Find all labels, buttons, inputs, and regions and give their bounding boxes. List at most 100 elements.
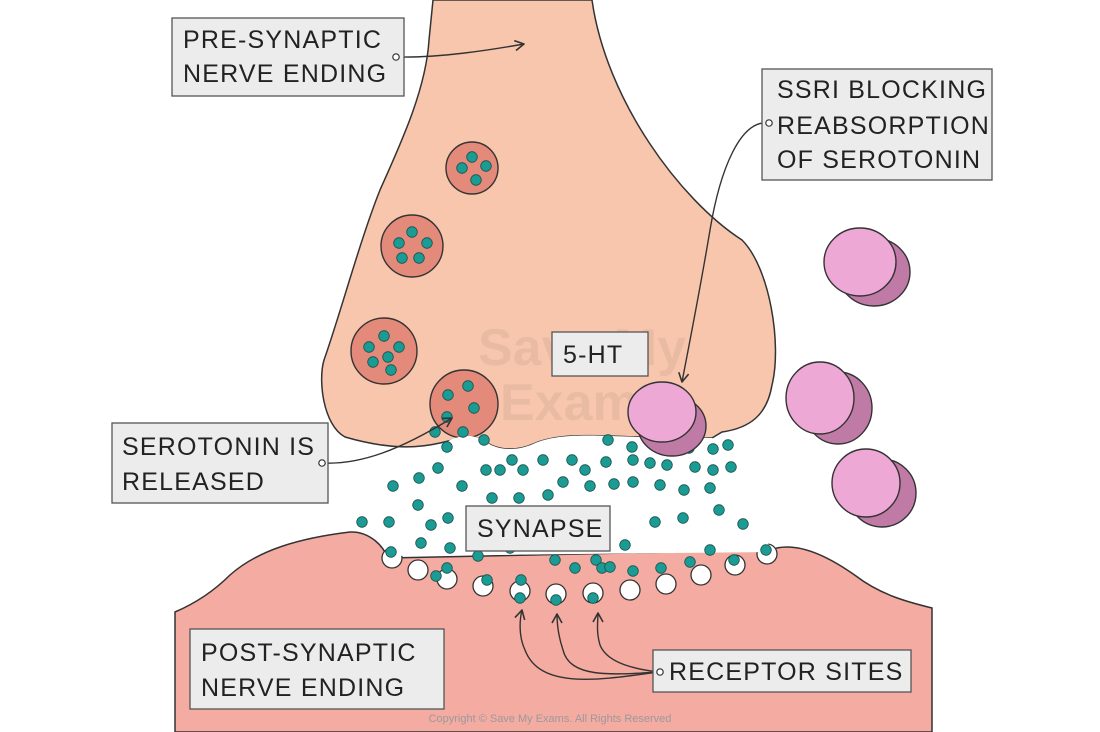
serotonin-molecule	[425, 519, 437, 531]
bound-serotonin	[550, 594, 562, 606]
serotonin-molecule	[713, 504, 725, 516]
serotonin-molecule	[537, 454, 549, 466]
serotonin-molecule	[517, 464, 529, 476]
serotonin-molecule	[441, 441, 453, 453]
vesicle-serotonin	[382, 351, 394, 363]
vesicle-serotonin	[456, 162, 468, 174]
serotonin-molecule	[549, 554, 561, 566]
serotonin-molecule	[494, 464, 506, 476]
serotonin-molecule	[441, 562, 453, 574]
serotonin-molecule	[600, 456, 612, 468]
serotonin-molecule	[590, 554, 602, 566]
serotonin-molecule	[722, 439, 734, 451]
serotonin-molecule	[557, 476, 569, 488]
receptor-sites-label: RECEPTOR SITES	[652, 649, 912, 693]
serotonin-molecule	[486, 492, 498, 504]
serotonin-molecule	[626, 441, 638, 453]
vesicle	[445, 141, 499, 195]
serotonin-molecule	[481, 574, 493, 586]
serotonin-molecule	[356, 516, 368, 528]
svg-text:SSRI BLOCKING: SSRI BLOCKING	[777, 76, 987, 104]
svg-text:POST-SYNAPTIC: POST-SYNAPTIC	[201, 639, 417, 667]
serotonin-molecule	[478, 434, 490, 446]
bound-serotonin	[514, 592, 526, 604]
serotonin-molecule	[387, 480, 399, 492]
vesicle-serotonin	[466, 151, 478, 163]
receptor-site	[690, 564, 712, 586]
ssri-transporter	[627, 381, 707, 457]
copyright-text: Copyright © Save My Exams. All Rights Re…	[429, 713, 672, 725]
serotonin-molecule	[608, 478, 620, 490]
serotonin-molecule	[430, 570, 442, 582]
serotonin-molecule	[677, 512, 689, 524]
vesicle-serotonin	[442, 389, 454, 401]
serotonin-molecule	[584, 480, 596, 492]
serotonin-molecule	[627, 476, 639, 488]
serotonin-molecule	[456, 480, 468, 492]
vesicle-serotonin	[393, 237, 405, 249]
pre-synaptic-arrow	[395, 39, 525, 58]
vesicle-serotonin	[367, 356, 379, 368]
serotonin-molecule	[412, 499, 424, 511]
ssri-label: SSRI BLOCKING REABSORPTION OF SEROTONIN	[761, 68, 993, 181]
vesicle	[380, 214, 444, 278]
vesicle-serotonin	[393, 341, 405, 353]
svg-text:SYNAPSE: SYNAPSE	[477, 515, 604, 543]
vesicle-serotonin	[462, 380, 474, 392]
five-ht-label: 5-HT	[551, 331, 649, 377]
vesicle-serotonin	[396, 252, 408, 264]
vesicle-serotonin	[413, 252, 425, 264]
receptor-arrow-2	[551, 613, 659, 675]
serotonin-molecule	[413, 472, 425, 484]
vesicle-serotonin	[385, 364, 397, 376]
serotonin-molecule	[513, 492, 525, 504]
post-synaptic-label: POST-SYNAPTIC NERVE ENDING	[189, 628, 445, 710]
serotonin-molecule	[415, 537, 427, 549]
svg-text:5-HT: 5-HT	[563, 341, 623, 369]
vesicle-serotonin	[470, 174, 482, 186]
vesicle-serotonin	[421, 237, 433, 249]
serotonin-molecule	[704, 544, 716, 556]
serotonin-molecule	[569, 562, 581, 574]
serotonin-molecule	[480, 464, 492, 476]
serotonin-molecule	[654, 479, 666, 491]
serotonin-molecule	[760, 544, 772, 556]
synapse-label: SYNAPSE	[465, 505, 611, 552]
serotonin-molecule	[385, 546, 397, 558]
ssri-arrow	[678, 122, 769, 383]
serotonin-molecule	[506, 454, 518, 466]
vesicle-serotonin	[406, 226, 418, 238]
ssri-transporter	[823, 227, 911, 307]
svg-text:SEROTONIN IS: SEROTONIN IS	[122, 433, 315, 461]
svg-text:REABSORPTION: REABSORPTION	[777, 112, 990, 140]
serotonin-molecule	[737, 518, 749, 530]
vesicle	[350, 317, 418, 385]
serotonin-molecule	[442, 512, 454, 524]
svg-text:NERVE ENDING: NERVE ENDING	[201, 674, 405, 702]
serotonin-molecule	[542, 489, 554, 501]
serotonin-molecule	[644, 457, 656, 469]
serotonin-molecule	[707, 464, 719, 476]
vesicle-serotonin	[468, 402, 480, 414]
svg-text:PRE-SYNAPTIC: PRE-SYNAPTIC	[183, 26, 382, 54]
serotonin-molecule	[728, 554, 740, 566]
serotonin-molecule	[515, 574, 527, 586]
serotonin-molecule	[579, 464, 591, 476]
receptor-site	[655, 573, 677, 595]
receptor-arrow-3	[592, 612, 659, 673]
serotonin-molecule	[457, 426, 469, 438]
serotonin-molecule	[704, 482, 716, 494]
svg-text:NERVE ENDING: NERVE ENDING	[183, 60, 387, 88]
serotonin-molecule	[604, 561, 616, 573]
serotonin-molecule	[649, 516, 661, 528]
ssri-transporter	[831, 448, 917, 528]
svg-text:RELEASED: RELEASED	[122, 468, 265, 496]
svg-text:RECEPTOR SITES: RECEPTOR SITES	[669, 658, 903, 686]
serotonin-molecule	[619, 539, 631, 551]
vesicle-serotonin	[363, 341, 375, 353]
serotonin-molecule	[566, 454, 578, 466]
serotonin-molecule	[432, 462, 444, 474]
serotonin-molecule	[472, 550, 484, 562]
receptor-site	[407, 559, 429, 581]
